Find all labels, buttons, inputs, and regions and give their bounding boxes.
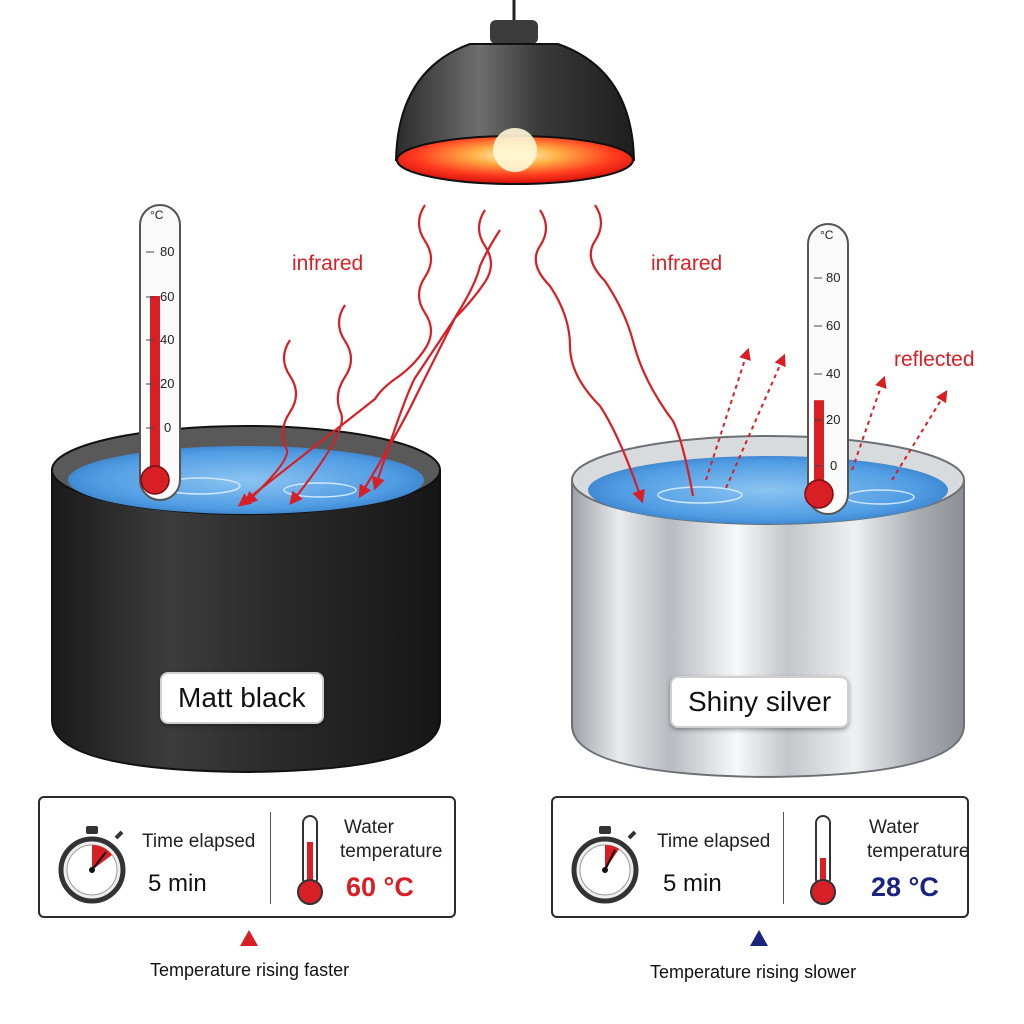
right-temp-label-2: temperature bbox=[867, 841, 970, 862]
left-scale-0: 0 bbox=[164, 420, 172, 435]
shiny-silver-label: Shiny silver bbox=[670, 676, 850, 728]
right-thermometer bbox=[804, 223, 849, 515]
heat-lamp bbox=[394, 0, 636, 185]
left-temp-label-1: Water bbox=[344, 817, 394, 838]
reflected-rays bbox=[705, 347, 948, 489]
left-time-label: Time elapsed bbox=[142, 831, 256, 852]
thermometer-icon bbox=[297, 815, 323, 905]
right-temp-value: 28 °C bbox=[871, 872, 939, 902]
stopwatch-icon bbox=[58, 826, 126, 904]
infrared-label-left: infrared bbox=[292, 252, 364, 275]
left-thermometer bbox=[139, 204, 181, 501]
right-thermometer-unit: °C bbox=[820, 228, 834, 242]
left-time-value: 5 min bbox=[148, 870, 207, 897]
matt-black-label: Matt black bbox=[160, 672, 324, 724]
right-scale-60: 60 bbox=[826, 318, 841, 333]
left-scale-40: 40 bbox=[160, 332, 175, 347]
rising-slow-arrow-icon bbox=[750, 930, 768, 946]
left-temp-value: 60 °C bbox=[346, 872, 414, 902]
scene-illustration bbox=[51, 0, 965, 779]
right-time-value: 5 min bbox=[663, 870, 722, 897]
left-result-panel: Time elapsed 5 min Water temperature 60 … bbox=[38, 796, 456, 918]
right-scale-20: 20 bbox=[826, 412, 841, 427]
right-caption: Temperature rising slower bbox=[650, 962, 857, 982]
left-scale-20: 20 bbox=[160, 376, 175, 391]
thermometer-icon bbox=[810, 815, 836, 905]
right-result-panel: Time elapsed 5 min Water temperature 28 … bbox=[551, 796, 969, 918]
right-temp-label-1: Water bbox=[869, 817, 919, 838]
reflected-label: reflected bbox=[894, 348, 975, 371]
infrared-label-right: infrared bbox=[651, 252, 723, 275]
stopwatch-icon bbox=[571, 826, 639, 904]
infrared-rays-right bbox=[534, 204, 695, 504]
infrared-rays-left bbox=[237, 204, 501, 507]
left-scale-80: 80 bbox=[160, 244, 175, 259]
left-caption: Temperature rising faster bbox=[150, 960, 350, 980]
left-thermometer-unit: °C bbox=[150, 208, 164, 222]
right-scale-40: 40 bbox=[826, 366, 841, 381]
right-scale-0: 0 bbox=[830, 458, 838, 473]
left-temp-label-2: temperature bbox=[340, 841, 443, 862]
right-time-label: Time elapsed bbox=[657, 831, 771, 852]
left-scale-60: 60 bbox=[160, 289, 175, 304]
rising-fast-arrow-icon bbox=[240, 930, 258, 946]
right-scale-80: 80 bbox=[826, 270, 841, 285]
